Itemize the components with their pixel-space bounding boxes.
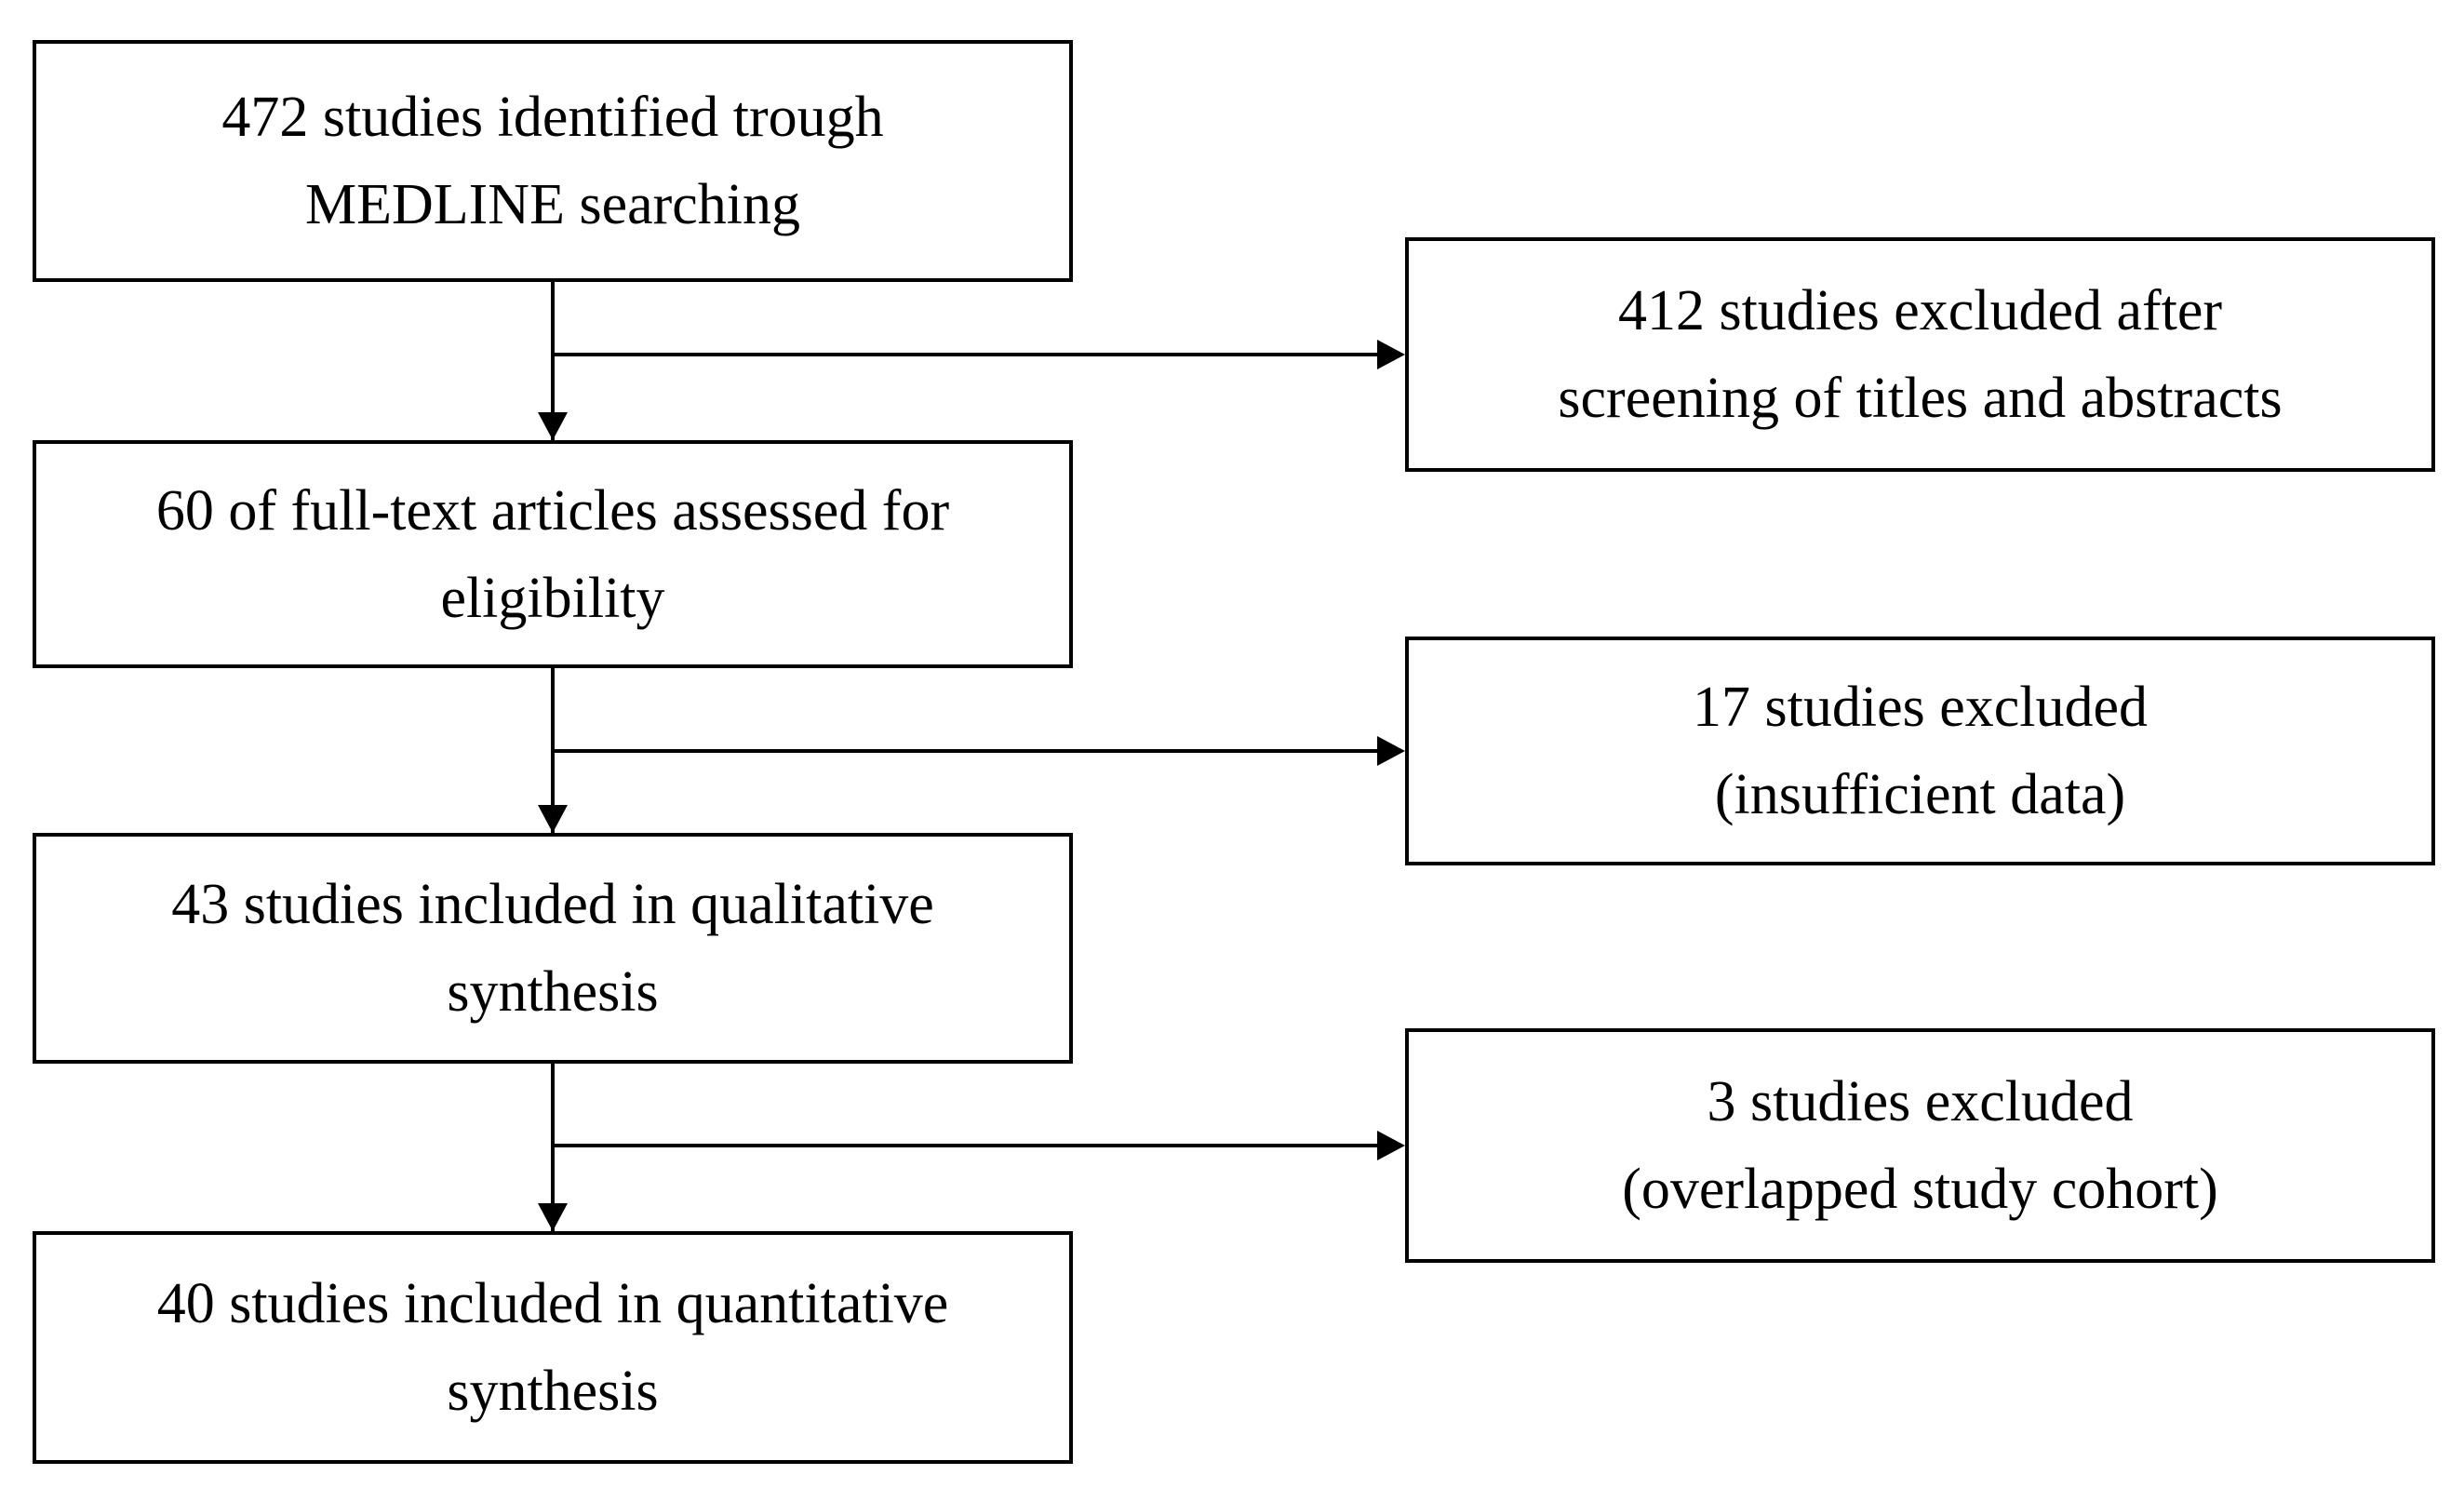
exclusion-box-title-abstract-screening: 412 studies excluded after screening of … (1405, 237, 2435, 472)
flow-box-qualitative-synthesis: 43 studies included in qualitative synth… (33, 833, 1073, 1064)
exclusion-box-text-line: 3 studies excluded (1707, 1070, 2134, 1133)
exclusion-box-overlapped-cohort: 3 studies excluded (overlapped study coh… (1405, 1028, 2435, 1263)
flow-box-text-line: 40 studies included in quantitative (156, 1272, 949, 1335)
flow-box-quantitative-synthesis: 40 studies included in quantitative synt… (33, 1231, 1073, 1464)
flow-box-studies-identified: 472 studies identified trough MEDLINE se… (33, 40, 1073, 282)
exclusion-box-text-line: screening of titles and abstracts (1558, 367, 2283, 430)
connector-line-right-1 (553, 353, 1381, 356)
flow-box-text-line: 60 of full-text articles assessed for (155, 478, 950, 543)
arrowhead-down-icon (538, 1203, 568, 1231)
connector-line-down-1 (551, 282, 555, 440)
arrowhead-down-icon (538, 412, 568, 440)
exclusion-box-insufficient-data: 17 studies excluded (insufficient data) (1405, 637, 2435, 865)
arrowhead-down-icon (538, 805, 568, 833)
exclusion-box-text-line: (overlapped study cohort) (1622, 1158, 2218, 1221)
connector-line-right-2 (553, 749, 1381, 753)
connector-line-right-3 (553, 1144, 1381, 1147)
arrowhead-right-icon (1377, 340, 1405, 369)
flow-box-text-line: 43 studies included in qualitative (171, 873, 934, 936)
arrowhead-right-icon (1377, 1131, 1405, 1160)
exclusion-box-text-line: (insufficient data) (1714, 763, 2126, 826)
flow-box-text-line: 472 studies identified trough (221, 86, 884, 149)
flow-box-text-line: synthesis (447, 1360, 659, 1423)
exclusion-box-text-line: 17 studies excluded (1692, 676, 2148, 739)
exclusion-box-text-line: 412 studies excluded after (1617, 279, 2223, 342)
arrowhead-right-icon (1377, 736, 1405, 766)
flow-box-text-line: eligibility (440, 566, 665, 630)
connector-line-down-3 (551, 1064, 555, 1231)
flow-box-fulltext-assessed: 60 of full-text articles assessed for el… (33, 440, 1073, 668)
flow-box-text-line: MEDLINE searching (305, 173, 800, 236)
flow-box-text-line: synthesis (447, 960, 659, 1024)
